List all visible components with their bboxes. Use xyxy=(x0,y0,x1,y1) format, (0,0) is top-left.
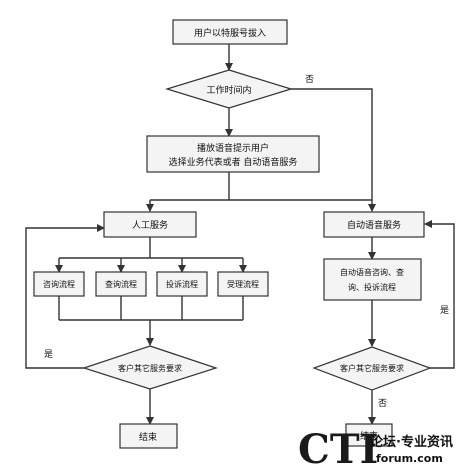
edge-label-yes-left: 是 xyxy=(44,349,53,360)
edge-label-no-top: 否 xyxy=(305,74,314,85)
node-manual-service-label: 人工服务 xyxy=(132,219,168,231)
watermark-logo-letters: CTI xyxy=(298,426,378,469)
node-auto-service-label: 自动语音服务 xyxy=(347,219,401,231)
node-manual-service: 人工服务 xyxy=(103,211,197,238)
decision-other-right-label: 客户其它服务要求 xyxy=(340,363,404,373)
node-start-label: 用户以特服号拔入 xyxy=(194,27,266,39)
node-auto-ops-line2: 询、投诉流程 xyxy=(348,282,396,292)
node-prompt-line2: 选择业务代表或者 自动语音服务 xyxy=(169,156,298,168)
decision-other-left: 客户其它服务要求 xyxy=(82,345,218,390)
edges xyxy=(25,44,455,425)
decision-other-left-label: 客户其它服务要求 xyxy=(118,363,182,373)
node-consult-flow-label: 咨询流程 xyxy=(43,279,75,289)
node-accept-flow-label: 受理流程 xyxy=(227,279,259,289)
edge-worktime-no-to-auto xyxy=(291,88,376,212)
watermark-tagline: 论坛·专业资讯 xyxy=(370,434,453,450)
node-end-right-label: 结束 xyxy=(360,430,378,442)
node-auto-service: 自动语音服务 xyxy=(323,211,425,238)
node-prompt-line1: 播放语音提示用户 xyxy=(197,142,269,154)
node-prompt: 播放语音提示用户 选择业务代表或者 自动语音服务 xyxy=(146,135,320,173)
edge-label-no-right: 否 xyxy=(378,398,387,409)
edge-label-yes-right: 是 xyxy=(440,305,449,316)
node-auto-ops-line1: 自动语音咨询、查 xyxy=(340,267,404,277)
node-query-flow: 查询流程 xyxy=(95,271,147,297)
node-end-left: 结束 xyxy=(119,423,178,449)
node-consult-flow: 咨询流程 xyxy=(33,271,85,297)
decision-work-time-label: 工作时间内 xyxy=(206,84,251,96)
decision-other-right: 客户其它服务要求 xyxy=(312,346,432,391)
node-auto-ops: 自动语音咨询、查 询、投诉流程 xyxy=(323,258,422,301)
node-end-right: 结束 xyxy=(345,423,393,447)
edge-right-yes-loop xyxy=(424,220,455,369)
node-query-flow-label: 查询流程 xyxy=(105,279,137,289)
node-complaint-flow-label: 投诉流程 xyxy=(166,279,198,289)
watermark-logo: CTI 论坛·专业资讯 forum.com xyxy=(298,426,453,469)
node-end-left-label: 结束 xyxy=(139,431,157,443)
edge-left-yes-loop xyxy=(25,224,105,369)
watermark-url: forum.com xyxy=(376,452,443,465)
node-accept-flow: 受理流程 xyxy=(217,271,269,297)
node-complaint-flow: 投诉流程 xyxy=(156,271,208,297)
decision-work-time: 工作时间内 xyxy=(164,69,294,109)
node-start: 用户以特服号拔入 xyxy=(172,19,288,45)
